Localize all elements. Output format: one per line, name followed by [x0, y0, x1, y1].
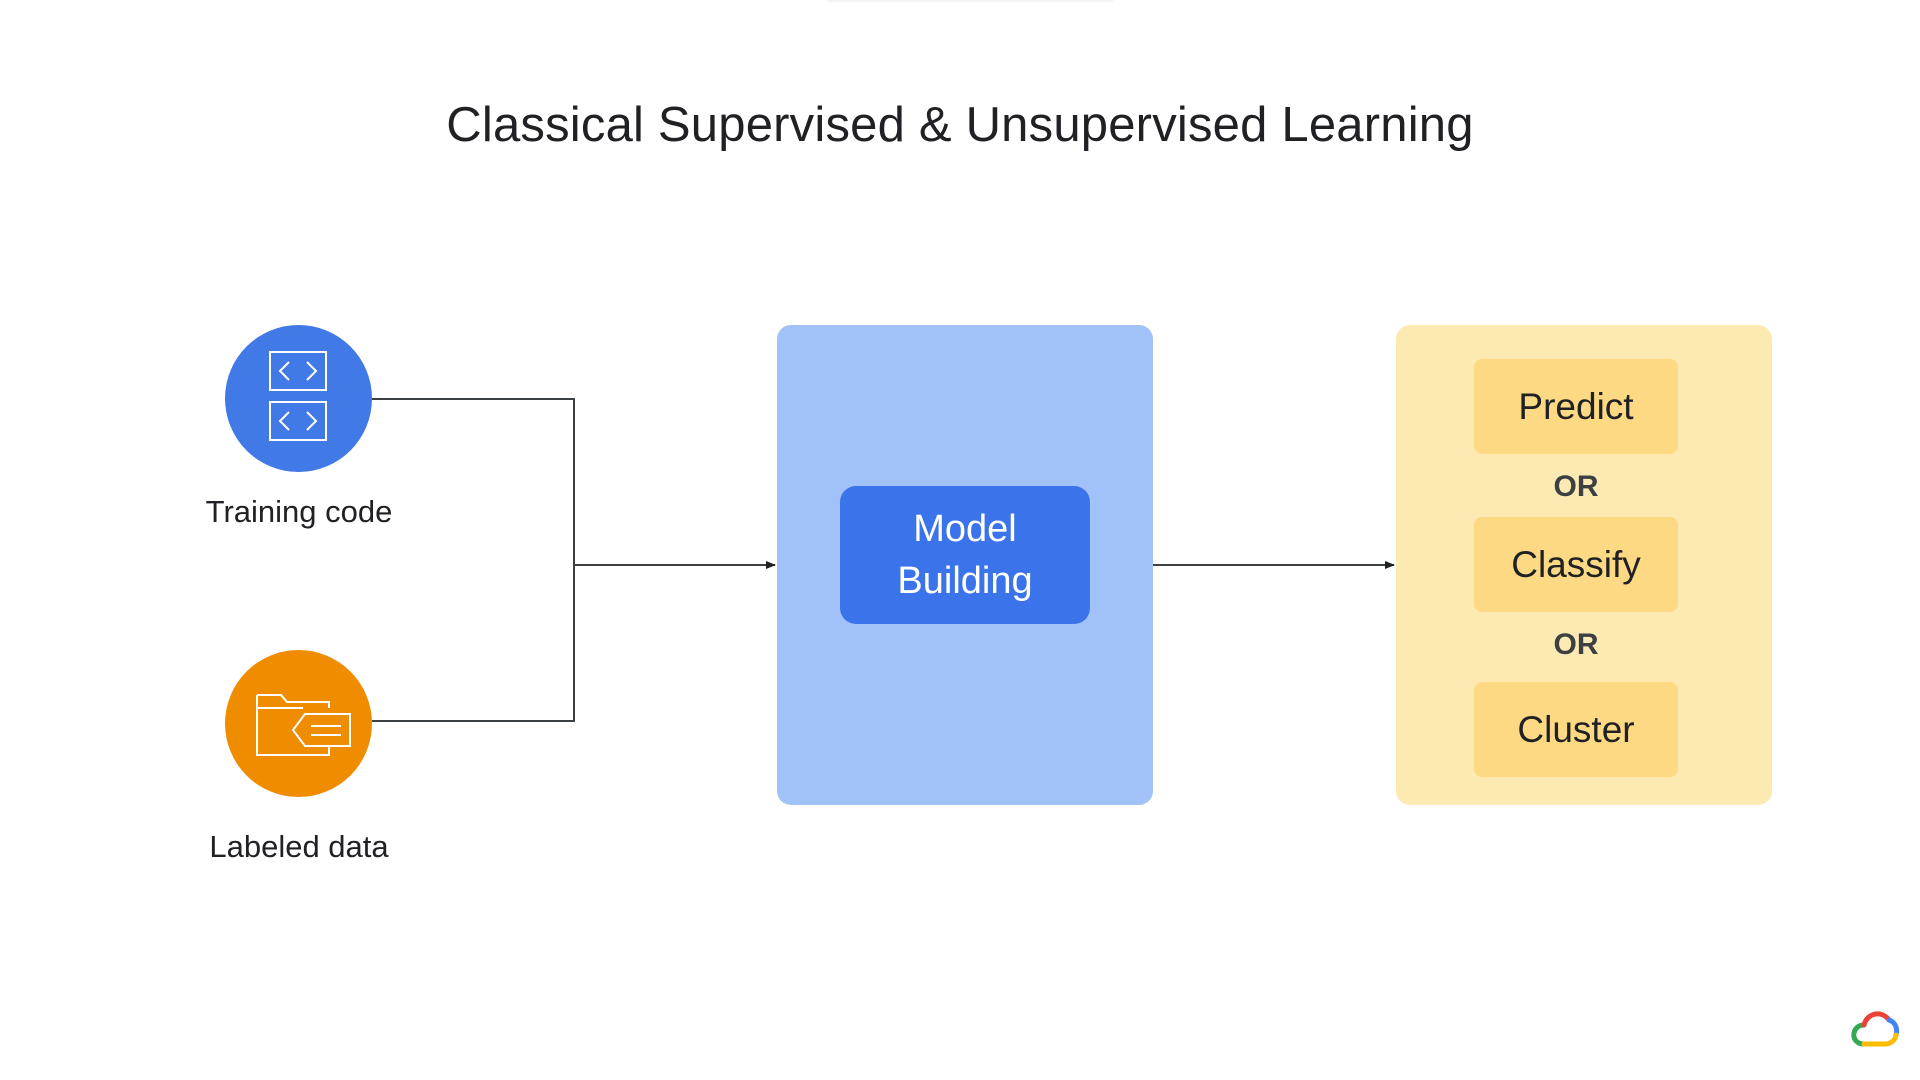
- connector-training-code: [372, 398, 575, 563]
- labeled-data-node: [225, 650, 372, 797]
- top-tab-handle: [825, 0, 1115, 2]
- training-code-label: Training code: [205, 494, 393, 529]
- model-building-line-1: Model: [913, 508, 1017, 550]
- slide-title: Classical Supervised & Unsupervised Lear…: [446, 98, 1474, 152]
- connector-labeled-data: [372, 563, 575, 722]
- model-building-box: Model Building: [840, 486, 1090, 624]
- output-classify: Classify: [1474, 517, 1678, 612]
- training-code-node: [225, 325, 372, 472]
- folder-icon: [256, 694, 351, 756]
- or-separator-1: OR: [1553, 470, 1599, 503]
- or-separator-2: OR: [1553, 628, 1599, 661]
- output-cluster: Cluster: [1474, 682, 1678, 777]
- model-building-line-2: Building: [897, 560, 1033, 602]
- labeled-data-label: Labeled data: [209, 829, 389, 864]
- output-predict: Predict: [1474, 359, 1678, 454]
- google-cloud-logo-icon: [1851, 1011, 1900, 1047]
- code-icon: [269, 351, 327, 441]
